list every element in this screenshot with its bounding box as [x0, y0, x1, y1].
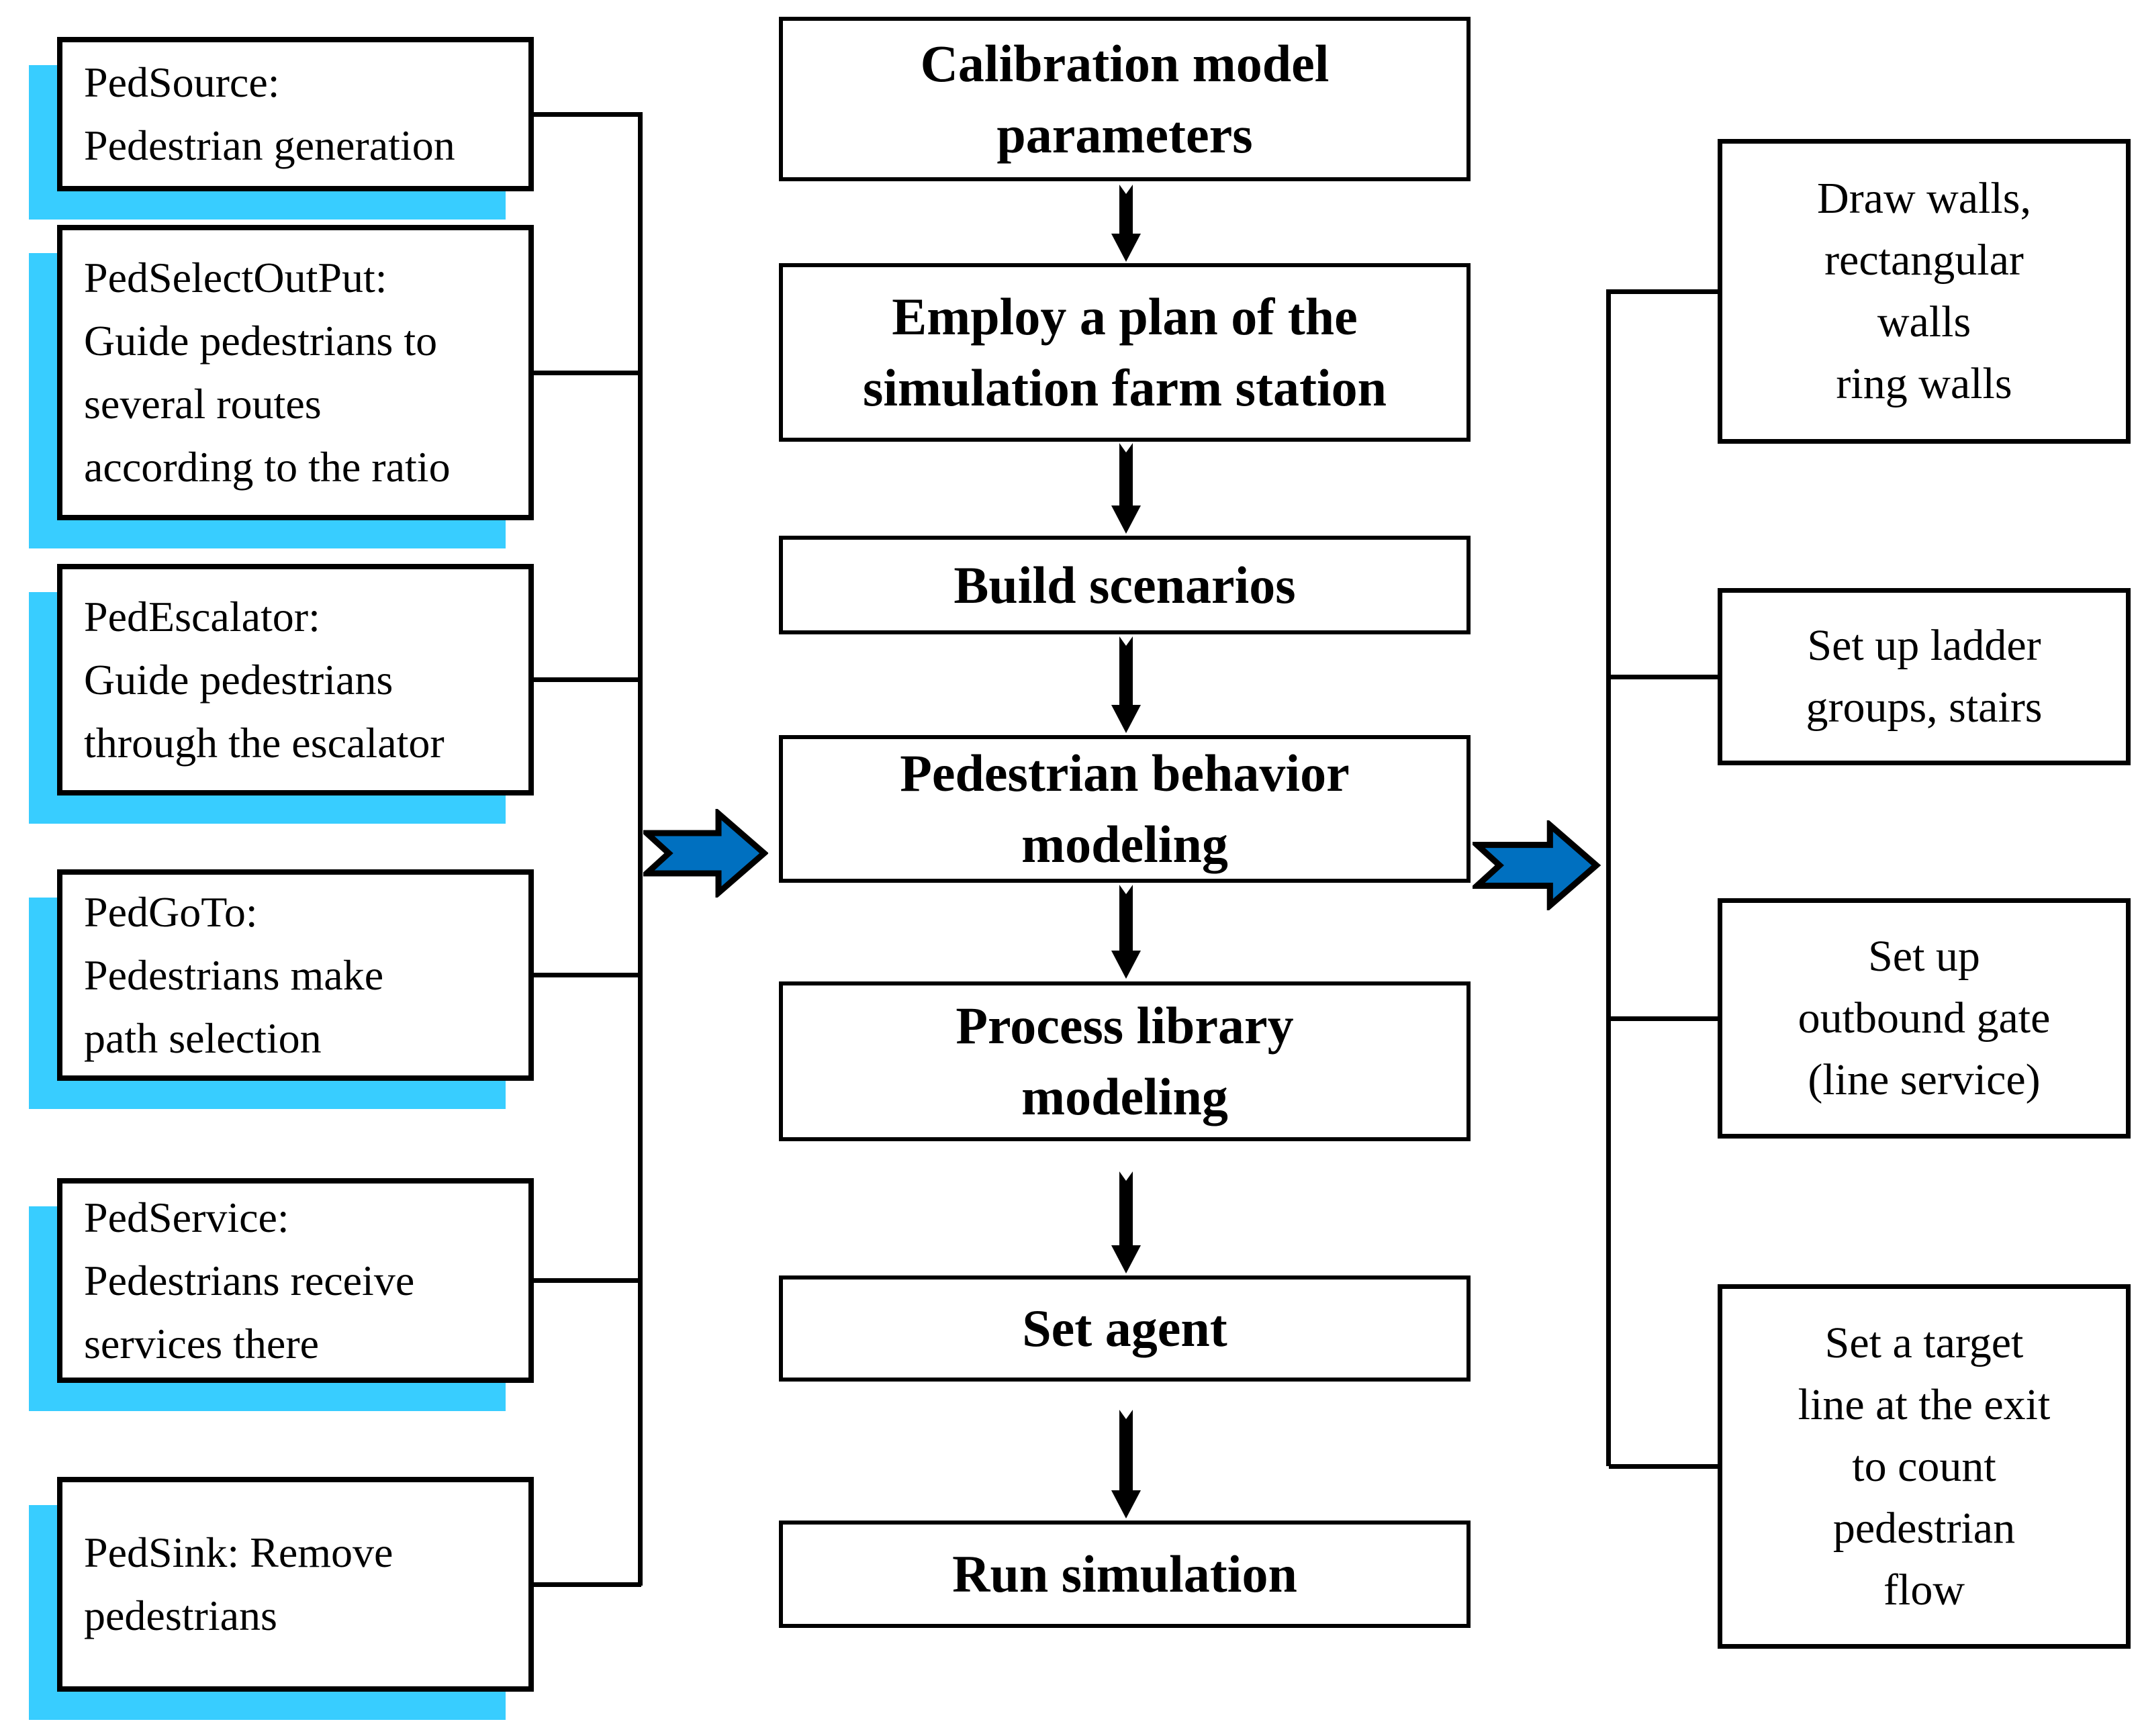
connector-line	[530, 1582, 641, 1587]
box-set-target-line-at-exit: Set a target line at the exit to count p…	[1718, 1284, 2131, 1649]
down-arrow-icon	[1111, 885, 1141, 979]
down-arrow-icon	[1111, 1171, 1141, 1273]
connector-line	[530, 973, 641, 977]
connector-line	[530, 1278, 641, 1283]
left-bracket-line	[638, 112, 643, 1586]
connector-line	[530, 112, 641, 117]
step-set-agent: Set agent	[779, 1275, 1471, 1382]
step-build-scenarios: Build scenarios	[779, 536, 1471, 634]
chevron-right-arrow-icon	[1473, 820, 1601, 910]
down-arrow-icon	[1111, 185, 1141, 262]
box-pedsink: PedSink: Remove pedestrians	[57, 1477, 534, 1692]
chevron-right-arrow-icon	[643, 809, 768, 898]
connector-line	[1609, 1016, 1718, 1021]
down-arrow-icon	[1111, 1410, 1141, 1518]
box-pedselectoutput: PedSelectOutPut: Guide pedestrians to se…	[57, 225, 534, 520]
connector-line	[530, 677, 641, 682]
box-pedgoto: PedGoTo: Pedestrians make path selection	[57, 869, 534, 1081]
box-pedservice: PedService: Pedestrians receive services…	[57, 1178, 534, 1383]
connector-line	[1609, 675, 1718, 679]
box-set-up-outbound-gate: Set up outbound gate (line service)	[1718, 898, 2131, 1139]
step-pedestrian-behavior-modeling: Pedestrian behavior modeling	[779, 735, 1471, 883]
connector-line	[1609, 289, 1718, 294]
box-pedsource: PedSource: Pedestrian generation	[57, 37, 534, 191]
step-process-library-modeling: Process library modeling	[779, 981, 1471, 1141]
connector-line	[1609, 1464, 1718, 1469]
step-calibration-model-parameters: Calibration model parameters	[779, 17, 1471, 181]
step-run-simulation: Run simulation	[779, 1521, 1471, 1628]
down-arrow-icon	[1111, 443, 1141, 534]
down-arrow-icon	[1111, 636, 1141, 733]
box-pedescalator: PedEscalator: Guide pedestrians through …	[57, 564, 534, 795]
box-set-up-ladder-groups-stairs: Set up ladder groups, stairs	[1718, 588, 2131, 765]
connector-line	[530, 371, 641, 375]
step-employ-plan-simulation-farm-station: Employ a plan of the simulation farm sta…	[779, 263, 1471, 442]
box-draw-walls: Draw walls, rectangular walls ring walls	[1718, 139, 2131, 444]
right-bracket-line	[1606, 289, 1611, 1466]
